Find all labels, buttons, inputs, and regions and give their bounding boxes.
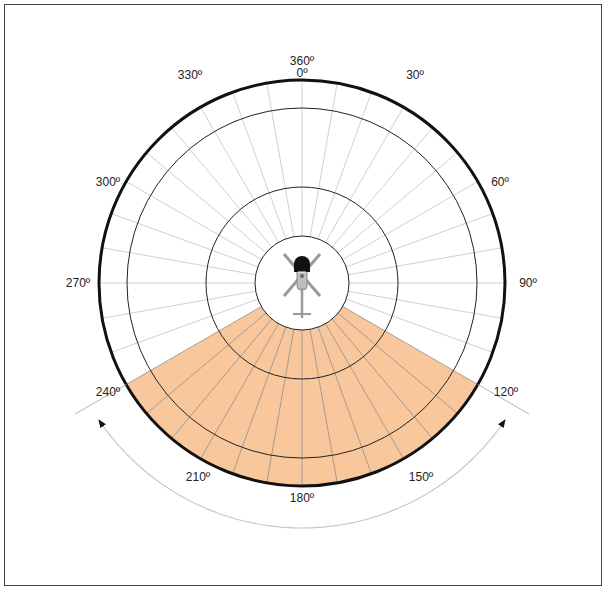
extension-line	[478, 385, 529, 415]
helicopter-icon	[284, 254, 320, 318]
radial-line	[102, 291, 256, 318]
radial-line	[338, 153, 458, 253]
radial-line	[326, 107, 404, 242]
radial-line	[310, 83, 337, 237]
radial-line	[172, 319, 272, 439]
radial-line	[332, 127, 432, 247]
radial-line	[338, 313, 458, 413]
angle-label: 120º	[494, 386, 518, 398]
angle-label: 150º	[409, 471, 433, 483]
radial-line	[233, 92, 286, 239]
middle-ring	[127, 108, 477, 458]
radial-line	[172, 127, 272, 247]
radial-line	[126, 182, 261, 260]
inner-ring	[206, 187, 398, 379]
angle-label: 60º	[491, 176, 509, 188]
radial-line	[318, 327, 371, 474]
angle-label: 270º	[66, 277, 90, 289]
angle-label: 210º	[186, 471, 210, 483]
angle-label: 300º	[96, 176, 120, 188]
angle-label: 90º	[519, 277, 537, 289]
radial-line	[346, 214, 493, 267]
sector-layer	[126, 307, 478, 486]
angle-label: 30º	[406, 69, 424, 81]
radial-line	[201, 107, 279, 242]
radial-line	[146, 153, 266, 253]
angle-label: 360º	[290, 55, 314, 67]
radial-lines	[99, 80, 505, 486]
extension-line	[75, 385, 126, 415]
angle-label: 240º	[96, 386, 120, 398]
radial-line	[302, 80, 303, 236]
radial-line	[343, 182, 478, 260]
radial-line	[349, 283, 505, 284]
radial-line	[332, 319, 432, 439]
radial-line	[233, 327, 286, 474]
center-circle	[255, 236, 349, 330]
angle-label: 0º	[296, 67, 307, 79]
frame	[5, 5, 602, 586]
angle-label: 180º	[290, 492, 314, 504]
radial-line	[346, 299, 493, 352]
radial-line	[111, 299, 258, 352]
radial-line	[111, 214, 258, 267]
radial-line	[267, 83, 294, 237]
radial-line	[343, 307, 478, 385]
radial-line	[348, 248, 502, 275]
radial-line	[348, 291, 502, 318]
shaded-sector	[126, 307, 478, 486]
outer-ring	[99, 80, 505, 486]
radial-line	[302, 330, 303, 486]
radial-line	[126, 307, 261, 385]
range-arrow	[99, 420, 505, 528]
radial-line	[99, 283, 255, 284]
range-arc	[75, 385, 529, 529]
radial-line	[310, 329, 337, 483]
radial-line	[102, 248, 256, 275]
radial-line	[326, 324, 404, 459]
radial-line	[318, 92, 371, 239]
angle-label: 330º	[178, 69, 202, 81]
radial-line	[146, 313, 266, 413]
radial-line	[267, 329, 294, 483]
radial-line	[201, 324, 279, 459]
